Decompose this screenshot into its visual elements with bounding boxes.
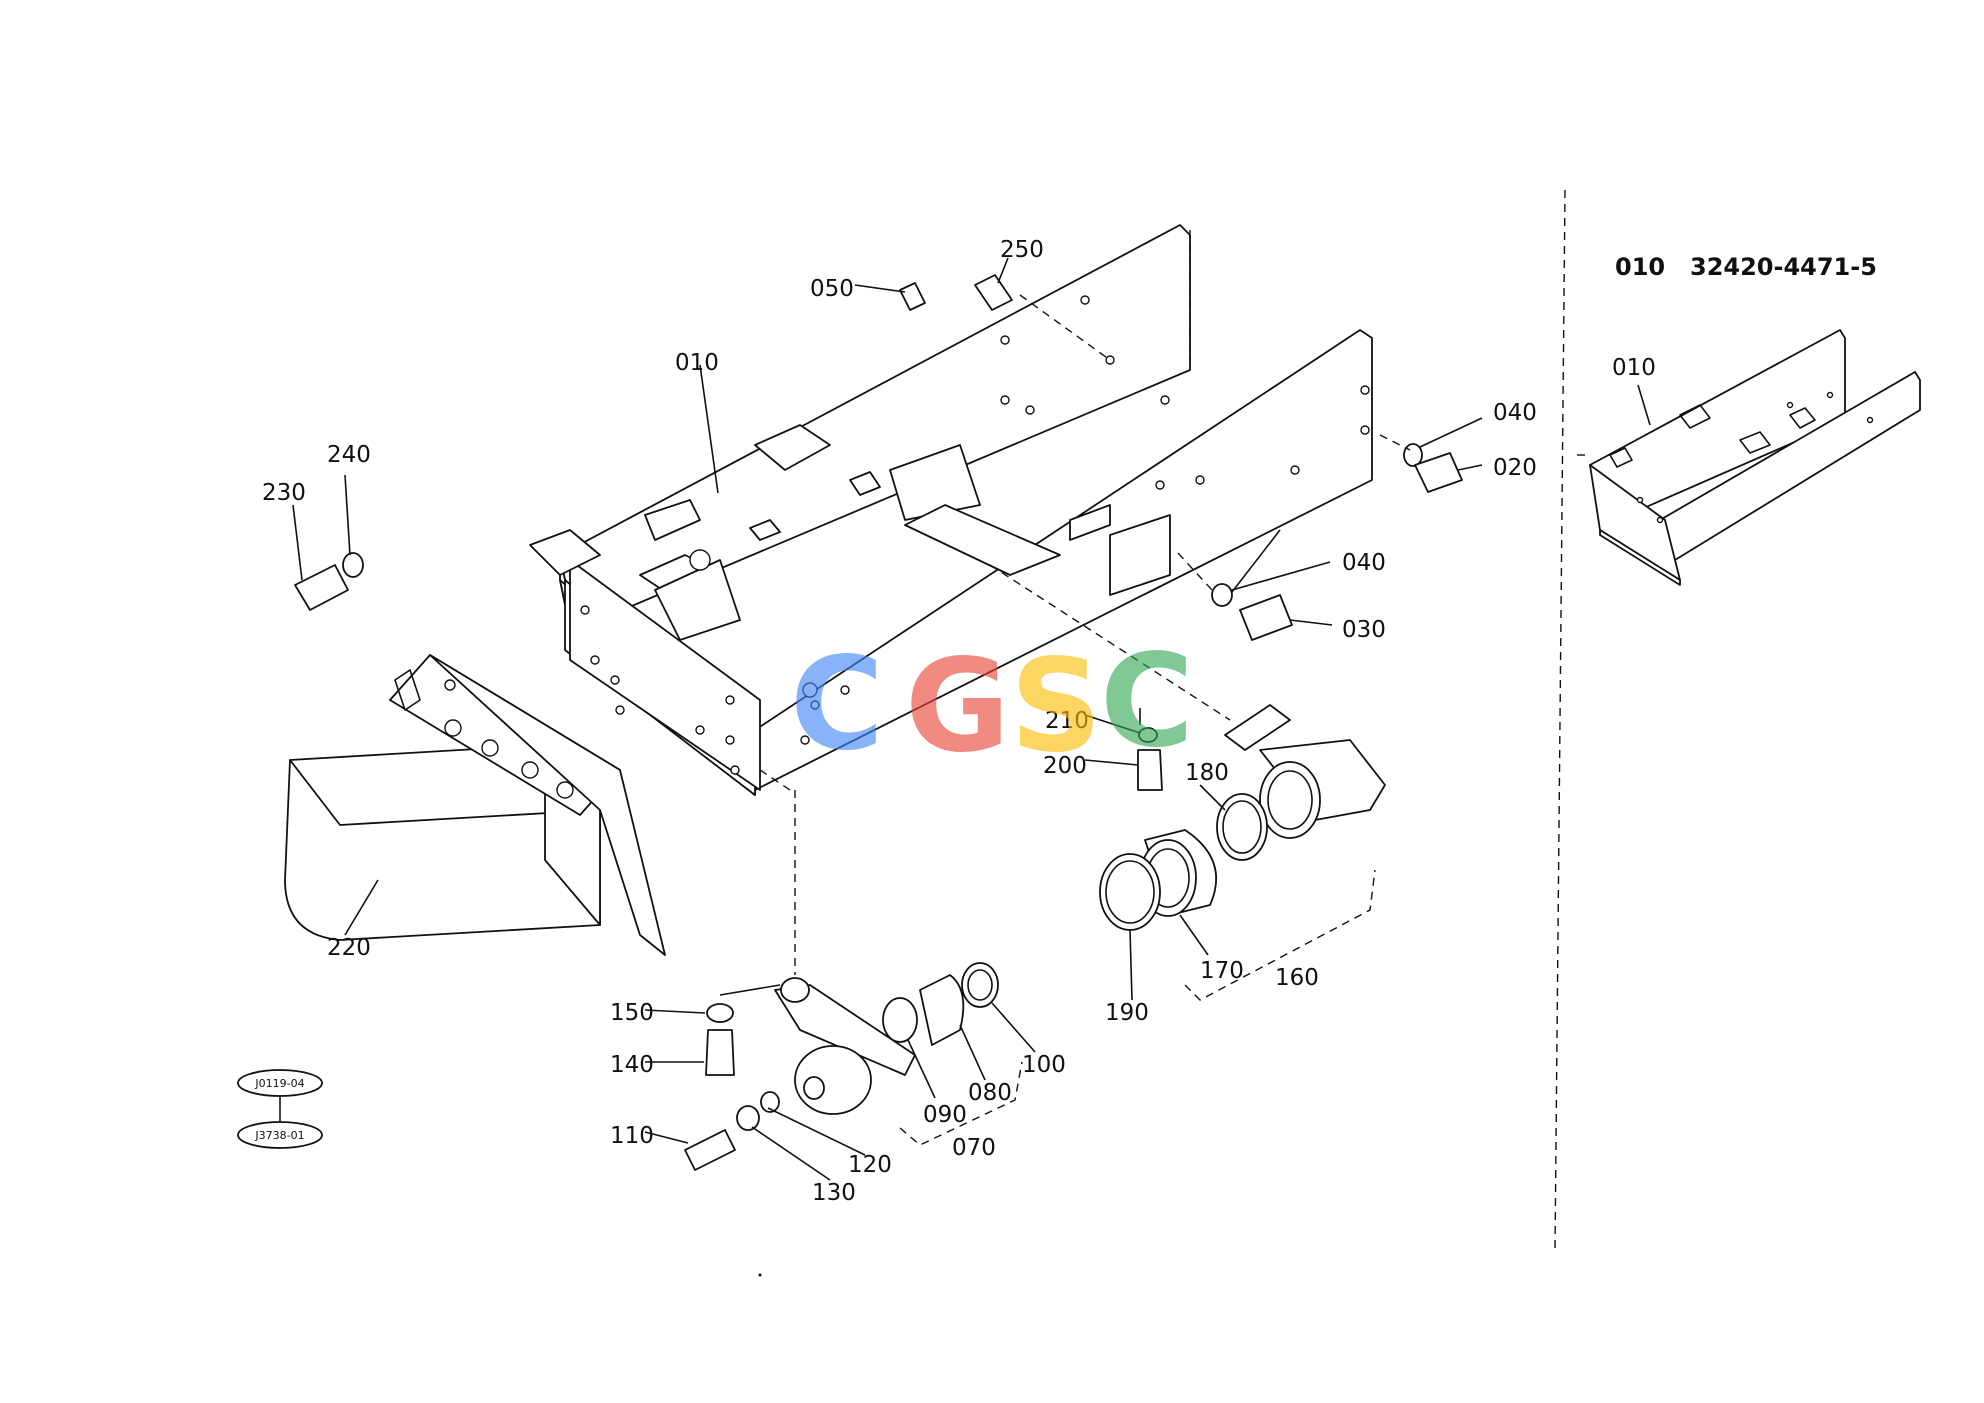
- label-100: 100: [1022, 1052, 1066, 1078]
- inset-label-010: 010: [1612, 355, 1656, 381]
- label-180: 180: [1185, 760, 1229, 786]
- ref-code-2: J3738-01: [254, 1129, 304, 1142]
- label-140: 140: [610, 1052, 654, 1078]
- label-070: 070: [952, 1135, 996, 1161]
- leader-lines: [292, 189, 1590, 1251]
- label-040-lower: 040: [1342, 550, 1386, 576]
- reference-codes: J0119-04 J3738-01: [237, 1069, 323, 1149]
- watermark-letter-2: G: [905, 632, 1010, 781]
- inset-item-number: 010: [1615, 253, 1665, 281]
- label-040-upper: 040: [1493, 400, 1537, 426]
- inset-part-number: 32420-4471-5: [1690, 253, 1877, 281]
- frame-assembly: [529, 224, 1373, 796]
- inset-frame: [1589, 329, 1921, 586]
- ref-code-1: J0119-04: [254, 1077, 304, 1090]
- watermark-letter-4: C: [1100, 627, 1194, 776]
- ref-oval-2: [237, 1121, 323, 1149]
- label-220: 220: [327, 935, 371, 961]
- label-210: 210: [1045, 708, 1089, 734]
- inset-panel: 010 32420-4471-5 010: [1589, 253, 1921, 586]
- dot-mark: [758, 1273, 762, 1277]
- label-190: 190: [1105, 1000, 1149, 1026]
- step-assembly: [284, 654, 666, 956]
- label-050: 050: [810, 276, 854, 302]
- label-250: 250: [1000, 237, 1044, 263]
- label-080: 080: [968, 1080, 1012, 1106]
- watermark-letter-3: S: [1010, 632, 1102, 781]
- label-240: 240: [327, 442, 371, 468]
- label-200: 200: [1043, 753, 1087, 779]
- watermark-letter-1: C: [790, 630, 884, 779]
- part-labels: 250 050 010 040 020 240 230 040 030 210 …: [262, 237, 1537, 1206]
- label-170: 170: [1200, 958, 1244, 984]
- watermark: C G S C: [790, 627, 1194, 781]
- ref-oval-1: [237, 1069, 323, 1097]
- label-030: 030: [1342, 617, 1386, 643]
- label-120: 120: [848, 1152, 892, 1178]
- label-150: 150: [610, 1000, 654, 1026]
- fasteners: [294, 274, 1463, 1171]
- label-230: 230: [262, 480, 306, 506]
- label-090: 090: [923, 1102, 967, 1128]
- pivot-arm-070: [774, 962, 999, 1115]
- pivot-housing-160: [1099, 704, 1386, 931]
- label-110: 110: [610, 1123, 654, 1149]
- label-160: 160: [1275, 965, 1319, 991]
- label-010: 010: [675, 350, 719, 376]
- label-020: 020: [1493, 455, 1537, 481]
- label-130: 130: [812, 1180, 856, 1206]
